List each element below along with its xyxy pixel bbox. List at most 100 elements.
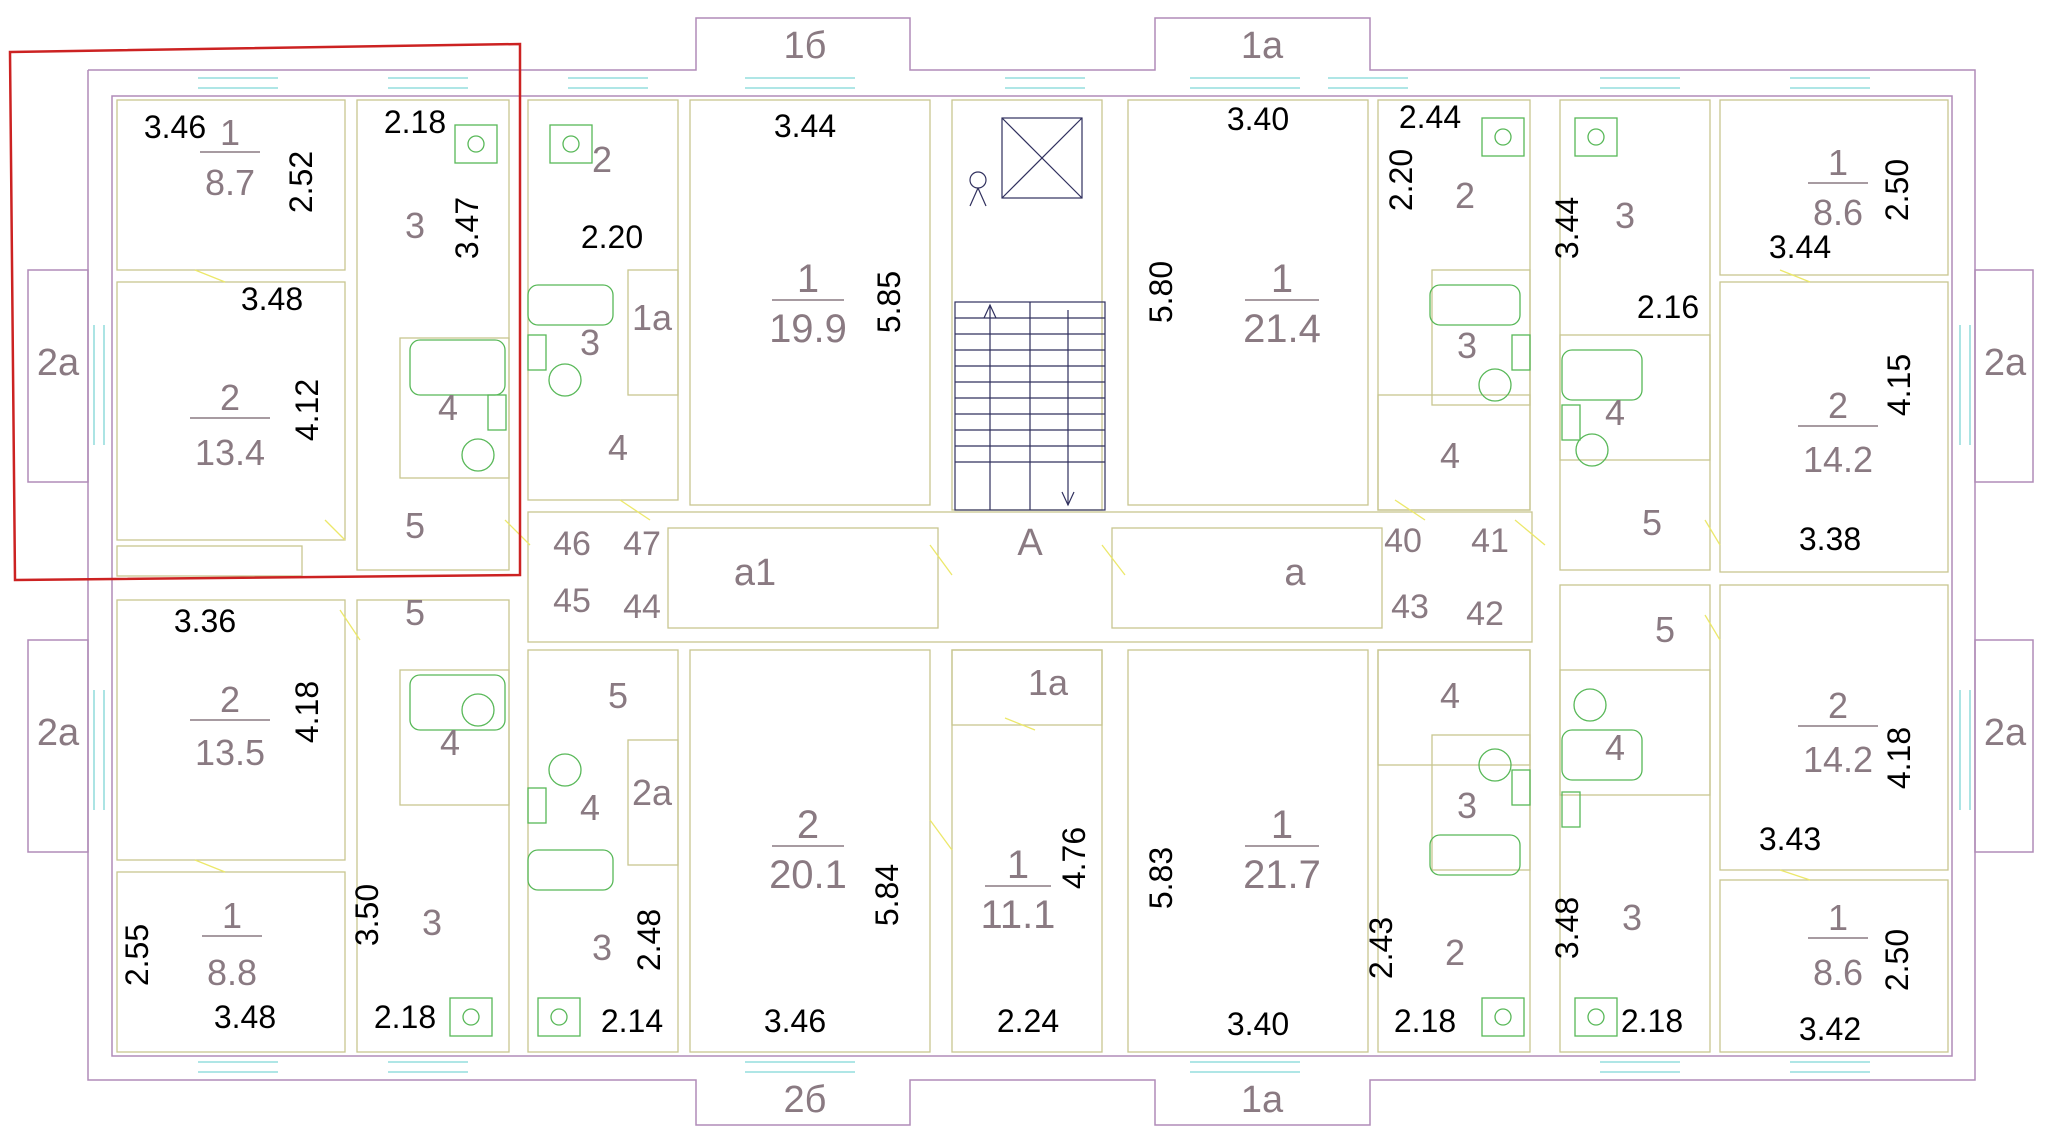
stair-arrow-down-icon (1061, 310, 1075, 507)
room-number: 3 (405, 205, 425, 246)
dimension-label: 3.38 (1799, 521, 1861, 557)
elevator-shaft-icon (1001, 117, 1083, 199)
room-area: 14.2 (1803, 439, 1873, 480)
room-area: 13.5 (195, 732, 265, 773)
dimension-label: 3.44 (1549, 197, 1585, 259)
interior-walls (116, 99, 1949, 1053)
room-number: 2 (797, 803, 819, 847)
dimension-label: 2.44 (1399, 99, 1461, 135)
room-area: 21.7 (1243, 853, 1321, 897)
room-number: 3 (1457, 785, 1477, 826)
dimension-label: 3.43 (1759, 821, 1821, 857)
door-number: 42 (1466, 595, 1504, 633)
dimension-label: 2.20 (1383, 149, 1419, 211)
door-number: 40 (1384, 522, 1422, 560)
dimensions: 3.46 2.52 2.18 3.47 3.48 4.12 3.36 4.18 … (119, 99, 1917, 1047)
room-number: 1а (1028, 662, 1069, 703)
dimension-label: 4.18 (289, 681, 325, 743)
room-number: 5 (1642, 502, 1662, 543)
dimension-label: 3.48 (241, 281, 303, 317)
dimension-label: 2.18 (374, 999, 436, 1035)
room-number: 4 (608, 427, 628, 468)
room-number: 1 (222, 895, 242, 936)
dimension-label: 4.18 (1881, 727, 1917, 789)
room-area: 19.9 (769, 307, 847, 351)
room-number: 4 (1605, 392, 1625, 433)
room-number: 2 (1445, 932, 1465, 973)
room-number: 1 (1271, 803, 1293, 847)
dimension-label: 2.24 (997, 1003, 1059, 1039)
dimension-label: 3.44 (774, 108, 836, 144)
room-number: 3 (1457, 325, 1477, 366)
room-number: 4 (580, 787, 600, 828)
dimension-label: 3.46 (764, 1003, 826, 1039)
balcony-label: 2а (1984, 712, 2027, 754)
dimension-label: 4.76 (1056, 827, 1092, 889)
dimension-label: 3.47 (449, 197, 485, 259)
room-labels: 2а 2а 2а 2а 1б 1а 2б 1а 1 8.7 2 13.4 3 4… (37, 25, 2027, 1121)
room-area: 8.6 (1813, 952, 1863, 993)
door-number: 47 (623, 525, 661, 563)
dimension-label: 4.15 (1881, 354, 1917, 416)
room-area: 8.8 (207, 952, 257, 993)
dimension-label: 2.18 (384, 104, 446, 140)
room-number: 1 (220, 112, 240, 153)
dimension-label: 5.83 (1143, 847, 1179, 909)
balcony-label: 1а (1241, 1079, 1284, 1121)
balcony-label: 1б (784, 25, 827, 67)
dimension-label: 2.48 (631, 909, 667, 971)
dimension-label: 4.12 (289, 379, 325, 441)
room-number: 4 (1440, 435, 1460, 476)
door-number: 44 (623, 588, 661, 626)
dimension-label: 3.48 (214, 999, 276, 1035)
room-number: 2 (1828, 685, 1848, 726)
room-number: 1 (1271, 257, 1293, 301)
door-number: 46 (553, 525, 591, 563)
stair-arrow-up-icon (983, 303, 997, 510)
dimension-label: 3.40 (1227, 101, 1289, 137)
room-number: 4 (1605, 727, 1625, 768)
staircase (954, 301, 1106, 511)
selected-apartment-outline (8, 42, 522, 582)
bathtub-icon (409, 284, 1643, 891)
room-number: 5 (1655, 609, 1675, 650)
toilet-icon (461, 363, 1609, 787)
room-area: 8.7 (205, 162, 255, 203)
sanitary-fixtures (409, 117, 1643, 1037)
dimension-label: 2.43 (1363, 917, 1399, 979)
dimension-label: 2.18 (1394, 1003, 1456, 1039)
balconies (27, 269, 2034, 853)
room-number: 1а (632, 297, 673, 338)
door-number: 41 (1471, 522, 1509, 560)
dimension-label: 3.48 (1549, 897, 1585, 959)
room-number: 1 (797, 257, 819, 301)
room-number: 5 (608, 675, 628, 716)
room-number: 4 (440, 722, 460, 763)
dimension-label: 2.55 (119, 924, 155, 986)
room-number: 2 (220, 377, 240, 418)
dimension-label: 5.85 (871, 271, 907, 333)
balcony-label: 2а (37, 342, 80, 384)
stove-icon (449, 117, 1618, 1037)
dimension-label: 2.50 (1879, 159, 1915, 221)
dimension-label: 3.46 (144, 109, 206, 145)
dimension-label: 5.80 (1143, 261, 1179, 323)
room-area: 20.1 (769, 853, 847, 897)
room-number: 2а (632, 772, 673, 813)
room-number: 2 (1828, 385, 1848, 426)
dimension-label: 2.20 (581, 219, 643, 255)
room-number: 2 (592, 139, 612, 180)
room-number: а1 (734, 552, 776, 594)
room-number: 4 (438, 387, 458, 428)
room-number: 1 (1007, 843, 1029, 887)
balcony-label: 2а (1984, 342, 2027, 384)
room-area: 13.4 (195, 432, 265, 473)
dimension-label: 3.40 (1227, 1006, 1289, 1042)
dimension-label: 2.18 (1621, 1003, 1683, 1039)
dimension-label: 3.44 (1769, 229, 1831, 265)
person-symbol-icon (969, 171, 987, 207)
room-number: 3 (422, 902, 442, 943)
balcony-label: 2а (37, 712, 80, 754)
dimension-label: 5.84 (869, 864, 905, 926)
dimension-label: 2.52 (283, 151, 319, 213)
